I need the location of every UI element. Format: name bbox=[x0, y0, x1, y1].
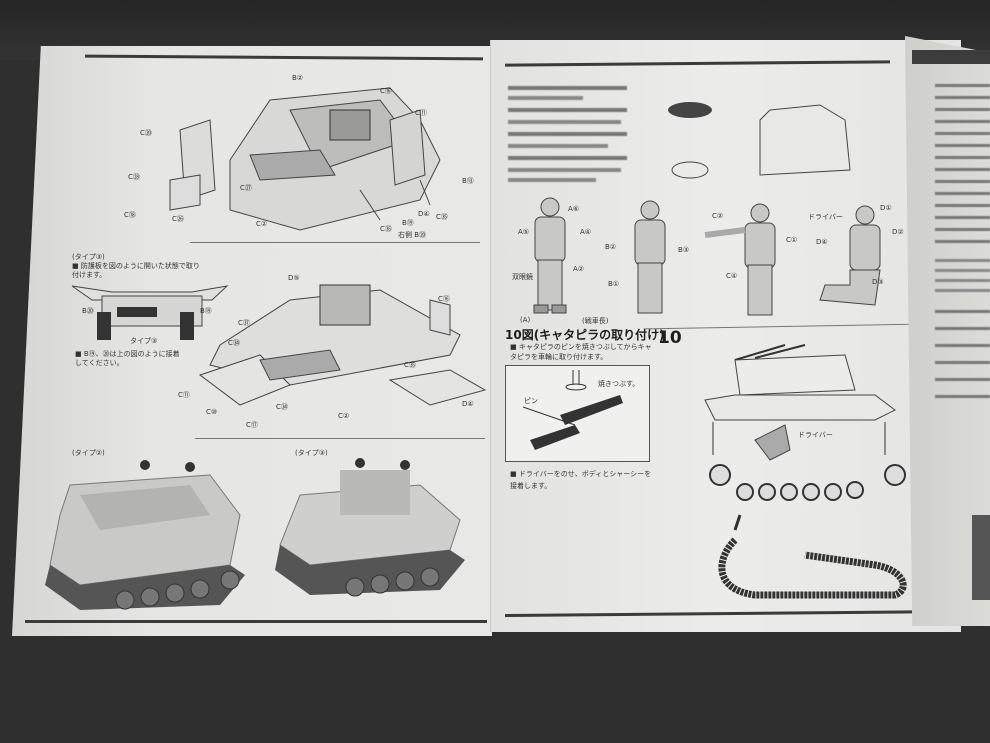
part-label: B② bbox=[605, 243, 617, 251]
type3-front-diagram bbox=[71, 285, 229, 340]
photo-caption-type2: (タイプ②) bbox=[72, 449, 105, 457]
part-label: C④ bbox=[726, 272, 738, 280]
tank-photo-type2 bbox=[45, 460, 245, 610]
part-label: C㉟ bbox=[436, 213, 448, 221]
pin-label: ピン bbox=[524, 397, 538, 405]
type3-caption: タイプ③ bbox=[130, 337, 158, 345]
driver-label: ドライバー bbox=[798, 431, 833, 439]
part-label: D② bbox=[892, 228, 904, 236]
figure-caption: (A) bbox=[520, 316, 531, 324]
step10-note2: ■ ドライバーをのせ、ボディとシャーシーを接着します。 bbox=[510, 470, 652, 490]
track-pin-diagram bbox=[505, 365, 650, 462]
part-label: C① bbox=[786, 236, 798, 244]
step10-note1: ■ キャタピラのピンを焼きつぶしてからキャタピラを車輪に取り付けます。 bbox=[510, 343, 652, 361]
crew-figures bbox=[533, 197, 881, 316]
step10-title: 10図(キャタピラの取り付け) bbox=[505, 328, 665, 342]
part-label: C⑰ bbox=[246, 421, 258, 429]
melt-label: 焼きつぶす。 bbox=[598, 380, 640, 388]
header-band bbox=[912, 50, 990, 64]
part-label: 双眼鏡 bbox=[512, 273, 533, 281]
part-label: C② bbox=[256, 220, 268, 228]
part-label: D④ bbox=[418, 210, 430, 218]
part-label: C㉞ bbox=[228, 339, 240, 347]
part-label: B③ bbox=[678, 246, 690, 254]
type3-note: ■ 防護板を図のように開いた状態で取り付けます。 bbox=[72, 262, 200, 279]
instruction-page-middle bbox=[490, 40, 961, 632]
type3-note2: ■ B⑲、⑳は上の図のように接着してください。 bbox=[75, 350, 180, 367]
part-label: C⑯ bbox=[438, 295, 450, 303]
part-label: C㉟ bbox=[380, 225, 392, 233]
part-label: C② bbox=[712, 212, 724, 220]
part-label: A④ bbox=[580, 228, 592, 236]
divider bbox=[195, 438, 485, 439]
part-label: D① bbox=[880, 204, 892, 212]
bottom-rule bbox=[25, 620, 487, 623]
part-label: C㊲ bbox=[238, 319, 250, 327]
type3-heading: (タイプ③) bbox=[72, 253, 105, 261]
part-label: D③ bbox=[872, 278, 884, 286]
photo-caption-type3: (タイプ③) bbox=[295, 449, 328, 457]
open-hull-assembly-diagram bbox=[198, 284, 487, 406]
part-label: D④ bbox=[462, 400, 474, 408]
tank-photo-type3 bbox=[275, 458, 465, 597]
track-pin-drawing bbox=[522, 370, 623, 450]
part-label: A② bbox=[573, 265, 585, 273]
part-label: C㉗ bbox=[240, 184, 252, 192]
part-label: ドライバー bbox=[808, 213, 843, 221]
part-label: C⑱ bbox=[124, 211, 136, 219]
part-label: C② bbox=[338, 412, 350, 420]
part-label: C㉘ bbox=[128, 173, 140, 181]
part-label: 右側 B⑳ bbox=[398, 231, 427, 239]
part-label: C㉞ bbox=[276, 403, 288, 411]
part-label: C㉟ bbox=[404, 361, 416, 369]
part-label: C⑳ bbox=[140, 129, 152, 137]
step10-number: 10 bbox=[658, 328, 682, 348]
part-label: B② bbox=[292, 74, 304, 82]
illegible-notes bbox=[508, 80, 633, 188]
photo-thumbnail bbox=[972, 515, 990, 600]
part-label: C⑩ bbox=[206, 408, 218, 416]
part-label: D④ bbox=[816, 238, 828, 246]
part-label: C⑪ bbox=[415, 109, 427, 117]
part-label: B⑬ bbox=[462, 177, 474, 185]
part-label: B⑳ bbox=[82, 307, 94, 315]
part-label: C⑪ bbox=[178, 391, 190, 399]
part-label: C⑯ bbox=[380, 87, 392, 95]
figure-caption: (戦車長) bbox=[582, 317, 609, 325]
illegible-legend-list bbox=[935, 75, 990, 412]
part-label: D⑤ bbox=[288, 274, 300, 282]
part-label: B⑲ bbox=[402, 219, 414, 227]
part-label: B⑲ bbox=[200, 307, 212, 315]
uniform-illustrations bbox=[668, 102, 851, 179]
divider bbox=[190, 242, 480, 243]
part-label: C㉖ bbox=[172, 215, 184, 223]
hull-assembly-diagram bbox=[169, 87, 441, 231]
part-label: A⑥ bbox=[568, 205, 580, 213]
final-assembly-diagram bbox=[704, 344, 907, 599]
part-label: B① bbox=[608, 280, 620, 288]
part-label: A⑤ bbox=[518, 228, 530, 236]
